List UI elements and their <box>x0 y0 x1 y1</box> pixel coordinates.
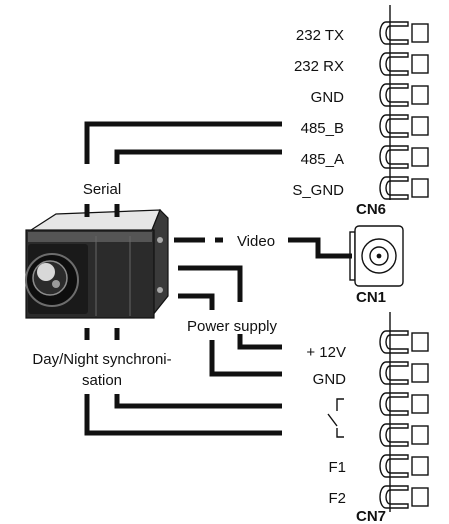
cn6-pin-label: S_GND <box>292 182 344 199</box>
cn7-label: CN7 <box>356 508 386 524</box>
cn6-pin-label: 485_A <box>301 151 344 168</box>
cn6-pin-label: 485_B <box>301 120 344 137</box>
bnc-connector-icon: CN1 <box>349 225 404 306</box>
cn7-pin-label: + 12V <box>306 344 346 361</box>
cn7-terminal-block: + 12V GND F1 F2 CN7 <box>306 312 429 524</box>
cn7-pin-label: GND <box>313 371 347 388</box>
power-supply-label: Power supply <box>187 318 278 335</box>
serial-label: Serial <box>83 181 121 198</box>
video-label: Video <box>237 233 275 250</box>
cn6-pin-label: GND <box>311 89 345 106</box>
wires <box>84 121 352 436</box>
cn6-pin-label: 232 TX <box>296 27 344 44</box>
cn7-pin-label: F2 <box>328 490 346 507</box>
day-night-label-continued: sation <box>82 372 122 389</box>
cn6-terminal-block: 232 TX 232 RX GND 485_B 485_A S_GND CN6 <box>292 5 429 218</box>
cn1-label: CN1 <box>356 289 386 306</box>
relay-contact-icon <box>327 398 344 438</box>
day-night-label: Day/Night synchroni- <box>32 351 171 368</box>
cn6-pin-label: 232 RX <box>294 58 344 75</box>
cn6-label: CN6 <box>356 201 386 218</box>
camera-icon <box>25 208 169 319</box>
cn7-pin-label: F1 <box>328 459 346 476</box>
